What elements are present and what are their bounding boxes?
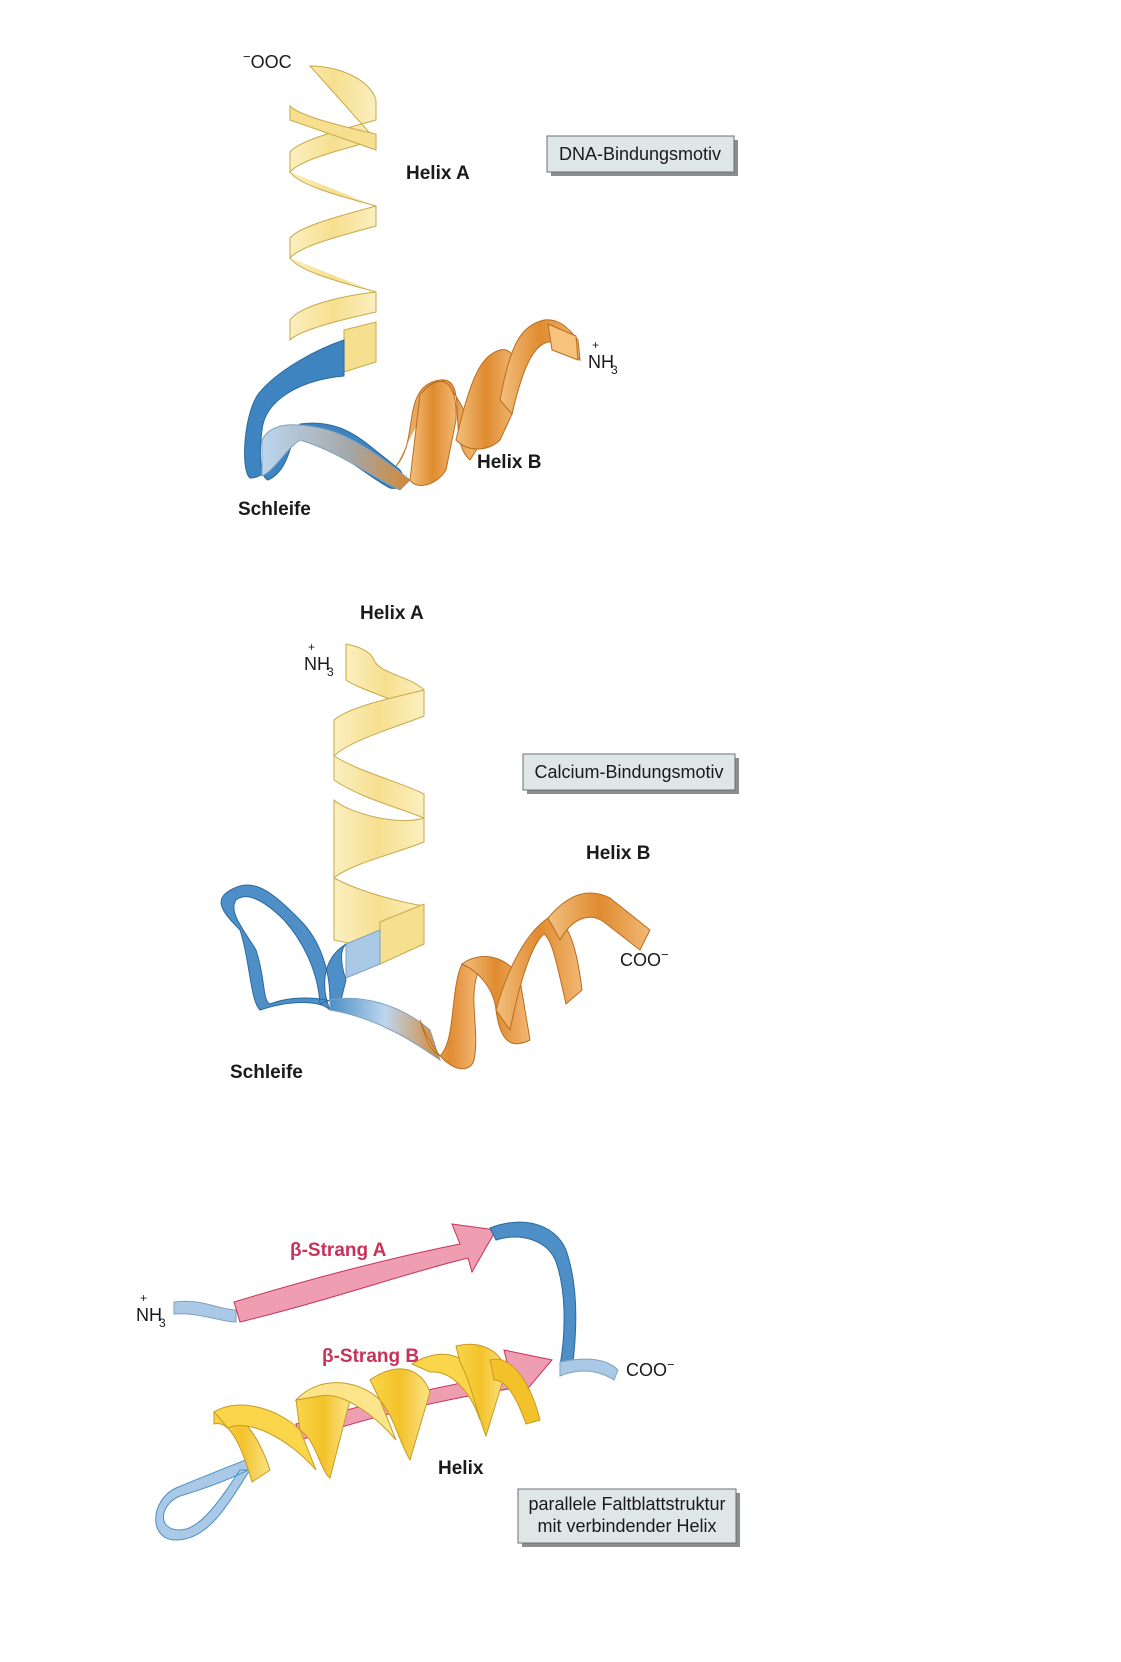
title-box: Calcium-Bindungsmotiv [522, 753, 739, 794]
title-text: Calcium-Bindungsmotiv [534, 762, 723, 782]
svg-text:NH: NH [136, 1305, 162, 1325]
panel-calcium-binding: Helix A Helix B Schleife + NH 3 COO− Cal… [220, 603, 739, 1083]
title-line-2: mit verbindender Helix [537, 1516, 716, 1536]
title-line-1: parallele Faltblattstruktur [528, 1494, 725, 1514]
title-box: DNA-Bindungsmotiv [546, 135, 738, 176]
c-terminus-label: COO− [626, 1357, 675, 1380]
svg-text:+: + [592, 338, 599, 352]
helix-b-ribbon [395, 319, 581, 486]
helix-b-label: Helix B [477, 452, 541, 473]
svg-text:3: 3 [159, 1316, 166, 1330]
helix-a-label: Helix A [360, 603, 424, 624]
title-box: parallele Faltblattstruktur mit verbinde… [517, 1488, 740, 1547]
title-text: DNA-Bindungsmotiv [559, 144, 721, 164]
panel-dna-binding: −OOC Helix A Helix B Schleife + NH 3 DNA… [238, 49, 738, 520]
n-terminus-label: + NH 3 [136, 1291, 166, 1330]
strand-a-label: β-Strang A [290, 1240, 387, 1261]
panel-parallel-sheet: β-Strang A β-Strang B Helix + NH 3 COO− … [136, 1221, 740, 1547]
loop-ribbon [220, 884, 347, 1011]
helix-ribbon [213, 1343, 541, 1483]
c-terminus-label: −OOC [243, 49, 292, 72]
svg-text:NH: NH [304, 654, 330, 674]
n-tail-ribbon [173, 1300, 237, 1323]
c-terminus-label: COO− [620, 947, 669, 970]
helix-a-label: Helix A [406, 163, 470, 184]
helix-b-ribbon [419, 892, 651, 1070]
n-terminus-label: + NH 3 [588, 338, 618, 377]
n-terminus-label: + NH 3 [304, 640, 334, 679]
helix-a-ribbon [333, 643, 425, 979]
loop-label: Schleife [230, 1062, 303, 1083]
svg-text:3: 3 [611, 363, 618, 377]
strand-b-label: β-Strang B [322, 1346, 419, 1367]
svg-text:+: + [140, 1291, 147, 1305]
helix-a-ribbon [289, 65, 377, 373]
connector-loop-ribbon [489, 1221, 577, 1371]
helix-b-label: Helix B [586, 843, 650, 864]
helix-label: Helix [438, 1458, 484, 1479]
loop-label: Schleife [238, 499, 311, 520]
beta-strand-a [233, 1223, 497, 1323]
svg-text:NH: NH [588, 352, 614, 372]
svg-text:3: 3 [327, 665, 334, 679]
svg-text:+: + [308, 640, 315, 654]
c-tail-ribbon [155, 1455, 257, 1541]
